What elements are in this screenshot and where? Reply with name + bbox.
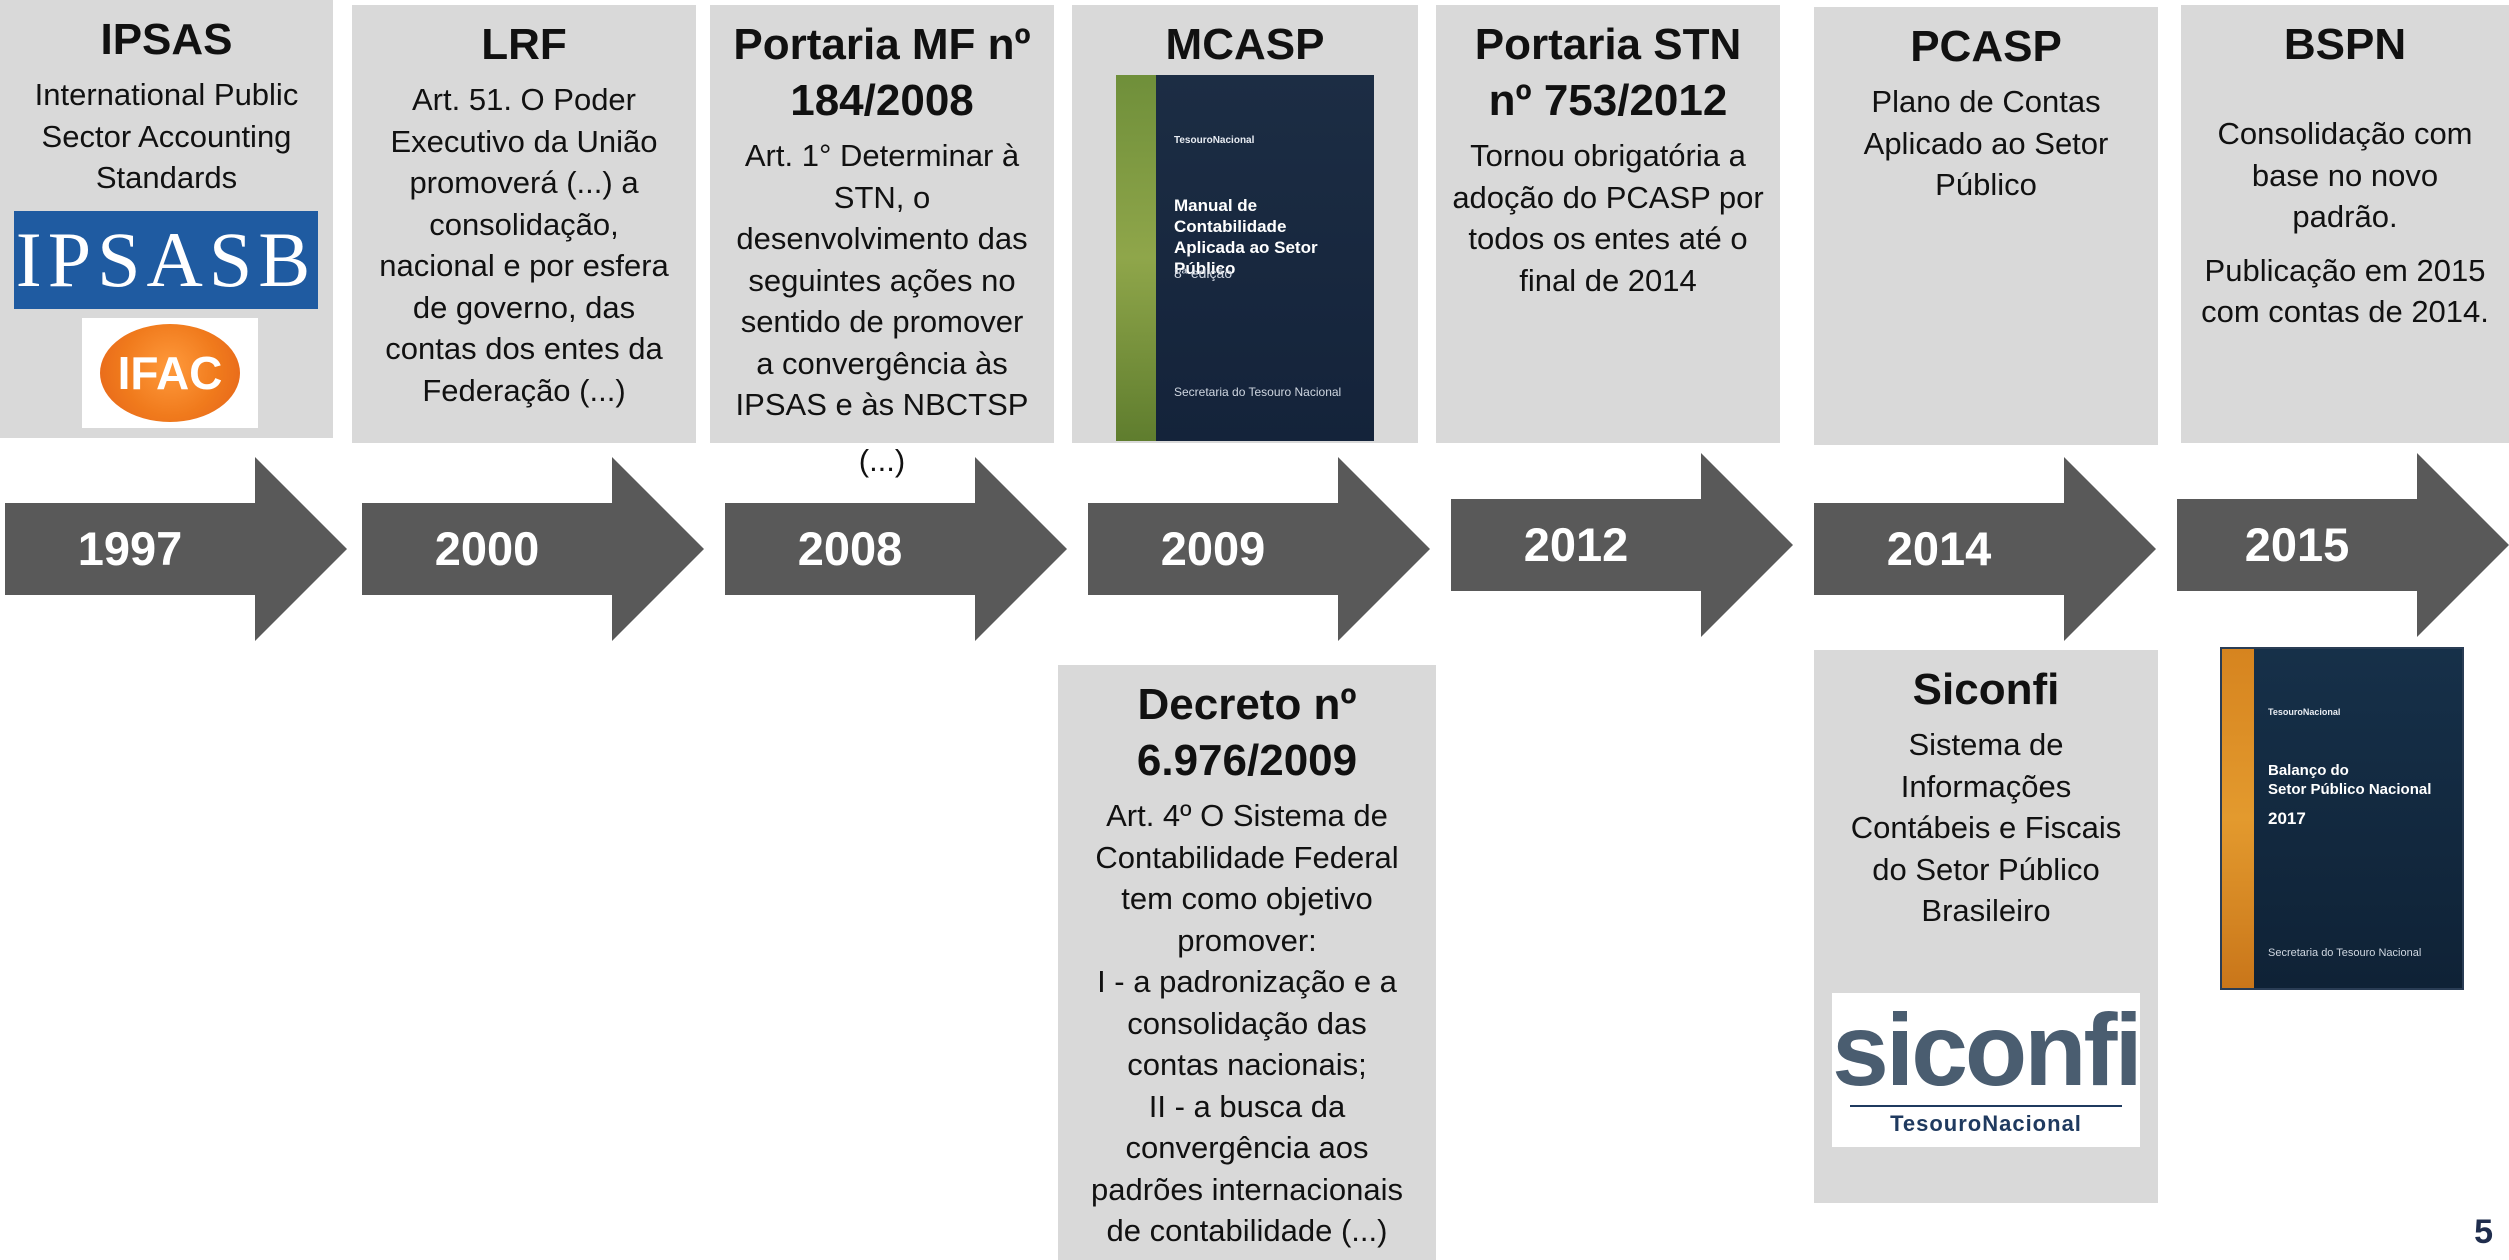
card-title: Portaria MF nº 184/2008 xyxy=(733,20,1031,125)
siconfi-logo-word: siconfi xyxy=(1832,993,2143,1107)
card-decreto: Decreto nº 6.976/2009 Art. 4º O Sistema … xyxy=(1058,665,1436,1260)
year-arrow-2015: 2015 xyxy=(2177,453,2509,637)
card-lrf: LRF Art. 51. O Poder Executivo da União … xyxy=(352,5,696,443)
arrow-shape xyxy=(725,457,1067,641)
book-title: Balanço do Setor Público Nacional xyxy=(2268,762,2432,798)
card-text-overflow: (...) xyxy=(858,443,906,478)
card-title: LRF xyxy=(481,20,567,69)
year-label: 2015 xyxy=(2244,518,2350,571)
card-text: Plano de Contas Aplicado ao Setor Públic… xyxy=(1863,84,2109,202)
publisher-label: TesouroNacional xyxy=(1174,135,1255,146)
card-title: MCASP xyxy=(1165,20,1325,69)
card-title: Decreto nº 6.976/2009 xyxy=(1136,680,1358,785)
year-arrow-2000: 2000 xyxy=(362,457,704,641)
card-portaria-mf: Portaria MF nº 184/2008 Art. 1° Determin… xyxy=(710,5,1054,443)
book-year: 2017 xyxy=(2268,809,2306,828)
year-label: 2014 xyxy=(1886,522,1992,575)
ifac-logo-mark: IFAC xyxy=(100,324,240,422)
arrow-shape xyxy=(1451,453,1793,637)
card-text: International Public Sector Accounting S… xyxy=(34,77,299,195)
arrow-shape xyxy=(362,457,704,641)
card-title: Siconfi xyxy=(1912,665,2060,714)
card-pcasp: PCASP Plano de Contas Aplicado ao Setor … xyxy=(1814,7,2158,445)
year-arrow-2008: 2008 xyxy=(725,457,1067,641)
card-text: Sistema de Informações Contábeis e Fisca… xyxy=(1850,727,2122,928)
ipsasb-logo: IPSASB xyxy=(14,211,318,309)
year-label: 2009 xyxy=(1160,522,1266,575)
year-label: 2012 xyxy=(1523,518,1629,571)
book-spine xyxy=(2222,649,2254,988)
card-text: Art. 1° Determinar à STN, o desenvolvime… xyxy=(735,138,1029,422)
arrow-shape xyxy=(2177,453,2509,637)
card-title: Portaria STN nº 753/2012 xyxy=(1474,20,1742,125)
page-number: 5 xyxy=(2474,1213,2493,1251)
card-portaria-stn: Portaria STN nº 753/2012 Tornou obrigató… xyxy=(1436,5,1780,443)
year-arrow-2014: 2014 xyxy=(1814,457,2156,641)
year-arrow-2012: 2012 xyxy=(1451,453,1793,637)
card-title: PCASP xyxy=(1910,22,2062,71)
arrow-shape xyxy=(5,457,347,641)
year-label: 2000 xyxy=(434,522,540,575)
book-footer: Secretaria do Tesouro Nacional xyxy=(2268,947,2422,959)
arrow-shape xyxy=(1088,457,1430,641)
year-label: 1997 xyxy=(77,522,183,575)
ifac-logo: IFAC xyxy=(82,318,258,428)
siconfi-logo: siconfi TesouroNacional xyxy=(1832,993,2143,1147)
card-title: IPSAS xyxy=(100,15,233,64)
arrow-shape xyxy=(1814,457,2156,641)
publisher-label: TesouroNacional xyxy=(2268,707,2341,717)
book-footer: Secretaria do Tesouro Nacional xyxy=(1174,385,1342,399)
bspn-book-cover: TesouroNacional Balanço do Setor Público… xyxy=(2220,647,2464,990)
card-text: Art. 51. O Poder Executivo da União prom… xyxy=(379,82,669,408)
year-arrow-1997: 1997 xyxy=(5,457,347,641)
book-spine xyxy=(1116,75,1156,441)
mcasp-book-cover: TesouroNacional Manual de Contabilidade … xyxy=(1116,75,1374,441)
card-text: Tornou obrigatória a adoção do PCASP por… xyxy=(1452,138,1764,298)
book-edition: 8ª edição xyxy=(1174,265,1233,281)
book-title: Manual de Contabilidade Aplicada ao Seto… xyxy=(1174,196,1318,278)
card-text: Art. 4º O Sistema de Contabilidade Feder… xyxy=(1091,798,1403,1248)
year-arrow-2009: 2009 xyxy=(1088,457,1430,641)
card-text: Consolidação com base no novo padrão. Pu… xyxy=(2201,116,2489,329)
year-label: 2008 xyxy=(797,522,903,575)
siconfi-logo-subtitle: TesouroNacional xyxy=(1850,1105,2122,1137)
card-bspn: BSPN Consolidação com base no novo padrã… xyxy=(2181,5,2509,443)
card-title: BSPN xyxy=(2283,20,2407,69)
